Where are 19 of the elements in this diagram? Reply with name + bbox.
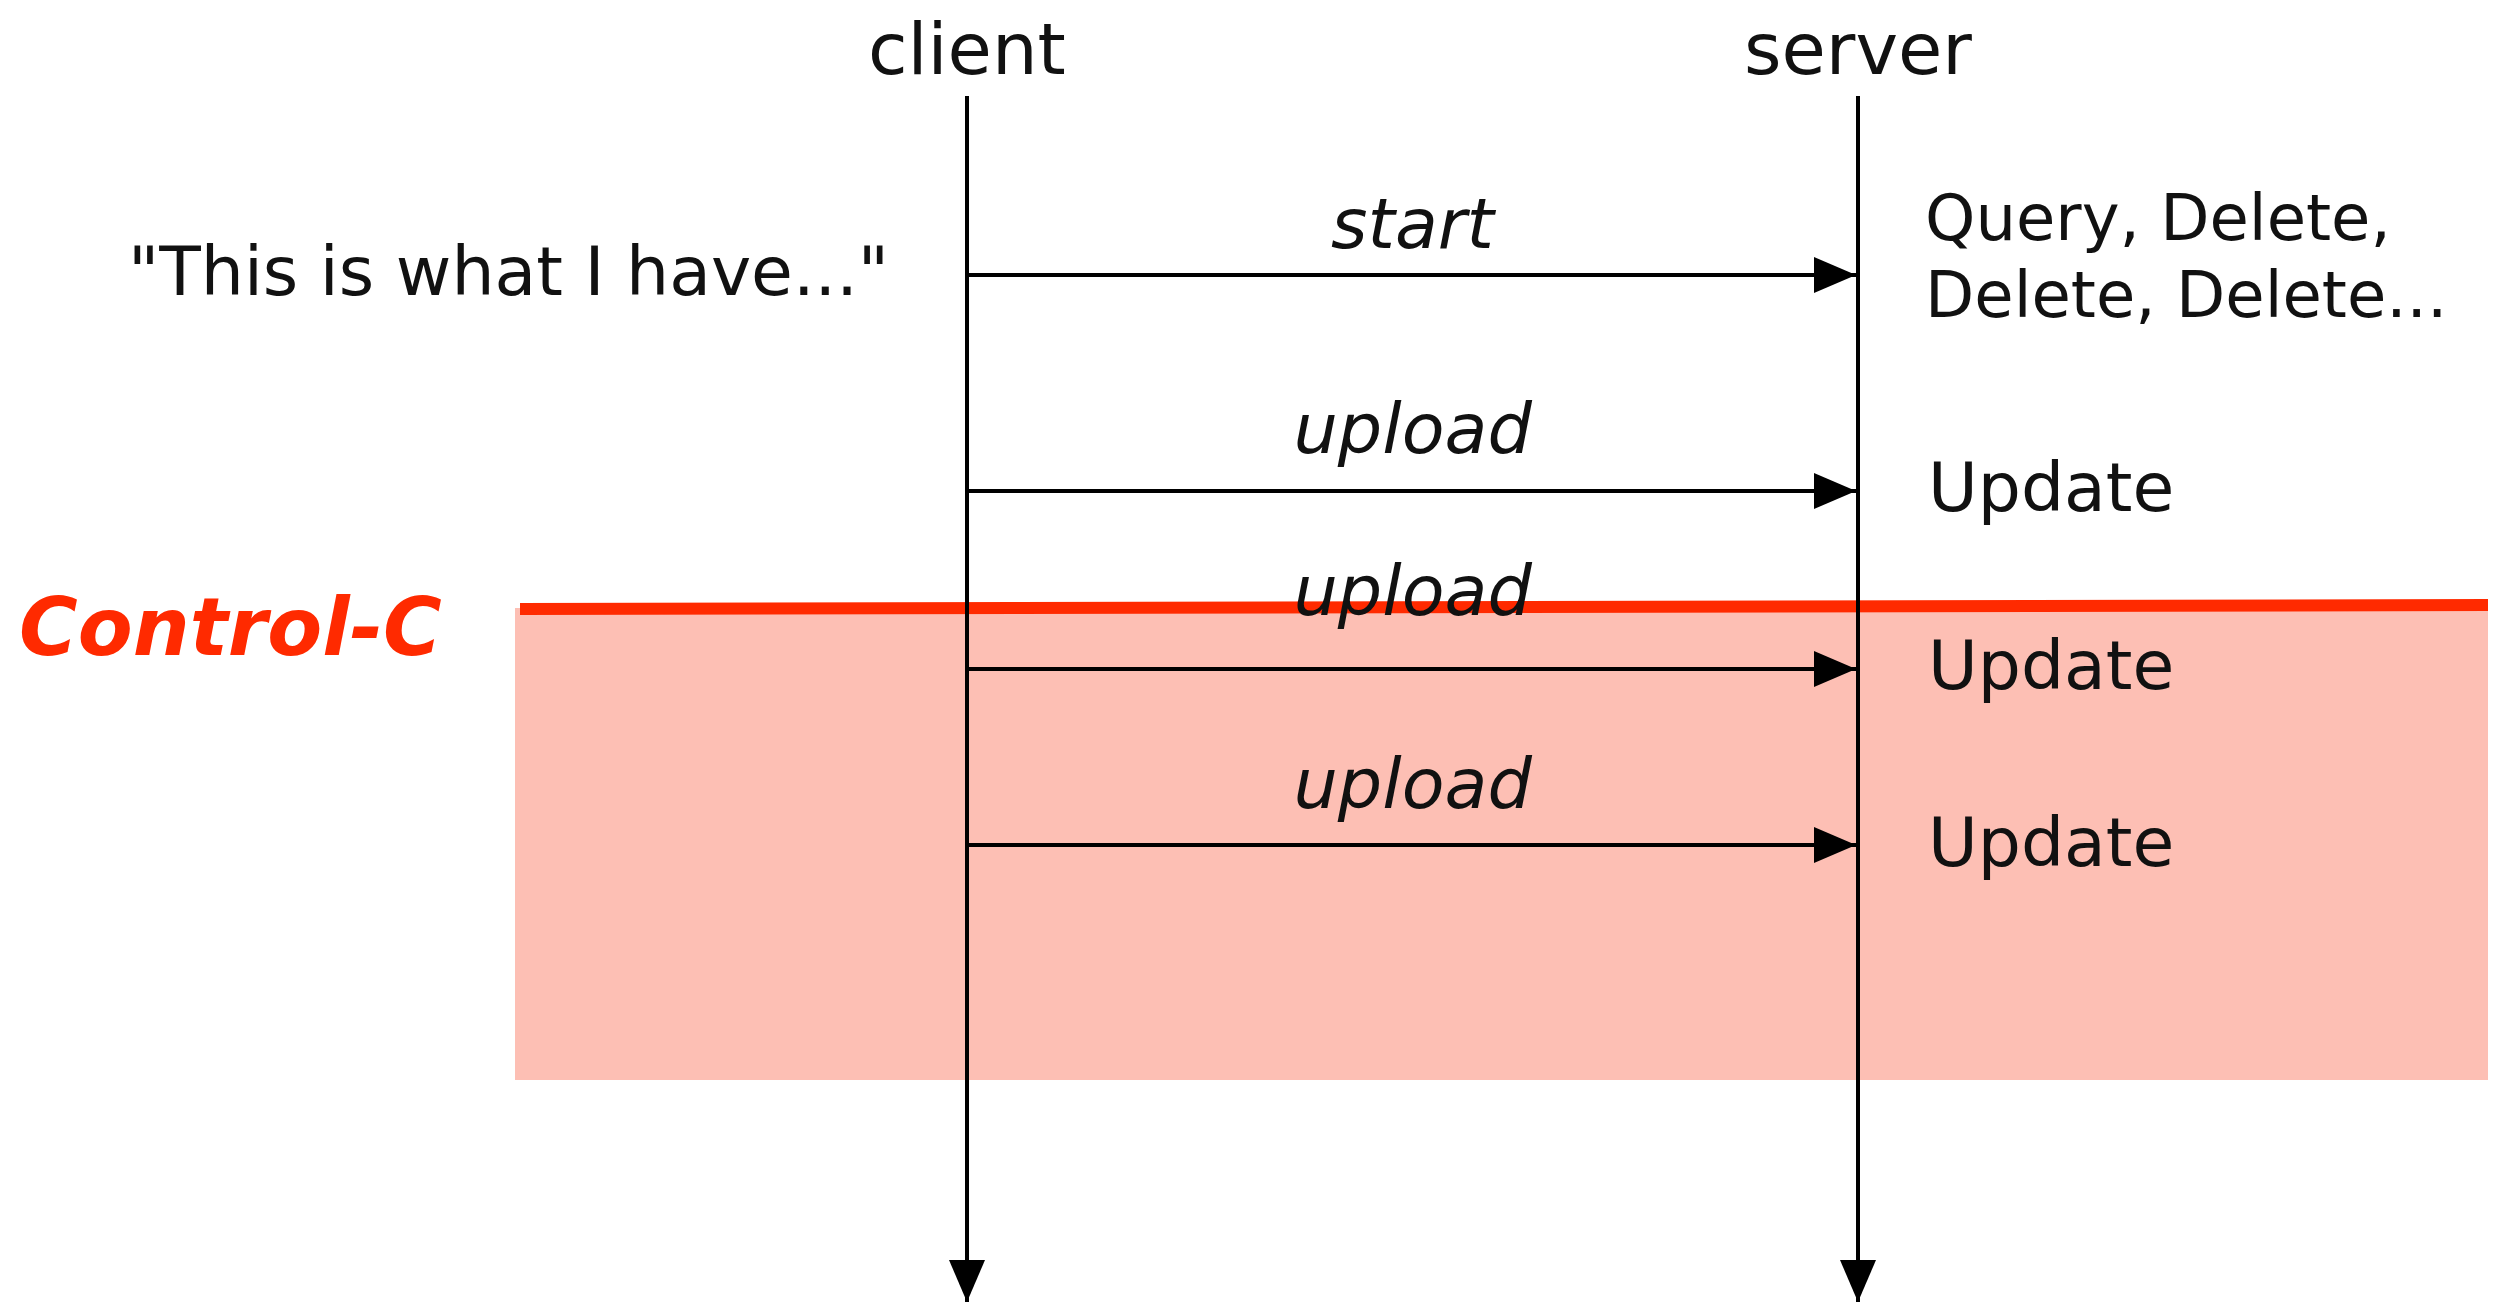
lifeline-arrowhead [1840,1260,1876,1302]
edge-label: upload [1293,745,1532,823]
message-arrow [969,473,1856,509]
message-arrow [969,651,1856,687]
edge-label: upload [1293,390,1532,468]
note-text: Update [1928,628,2175,704]
lifeline-title: client [868,10,1066,90]
message-arrow [969,827,1856,863]
note-text: Update [1928,450,2175,526]
lifeline-bar [965,96,969,1262]
note-text: Query, Delete, Delete, Delete... [1925,180,2449,334]
note-text: Update [1928,805,2175,881]
note-text: "This is what I have..." [128,234,890,310]
lifeline-title: server [1744,10,1972,90]
message-arrow [969,257,1856,293]
lifeline-bar [1856,96,1860,1262]
cutoff-label: Control-C [19,584,442,672]
edge-label: start [1331,185,1495,263]
lifeline-arrowhead [949,1260,985,1302]
